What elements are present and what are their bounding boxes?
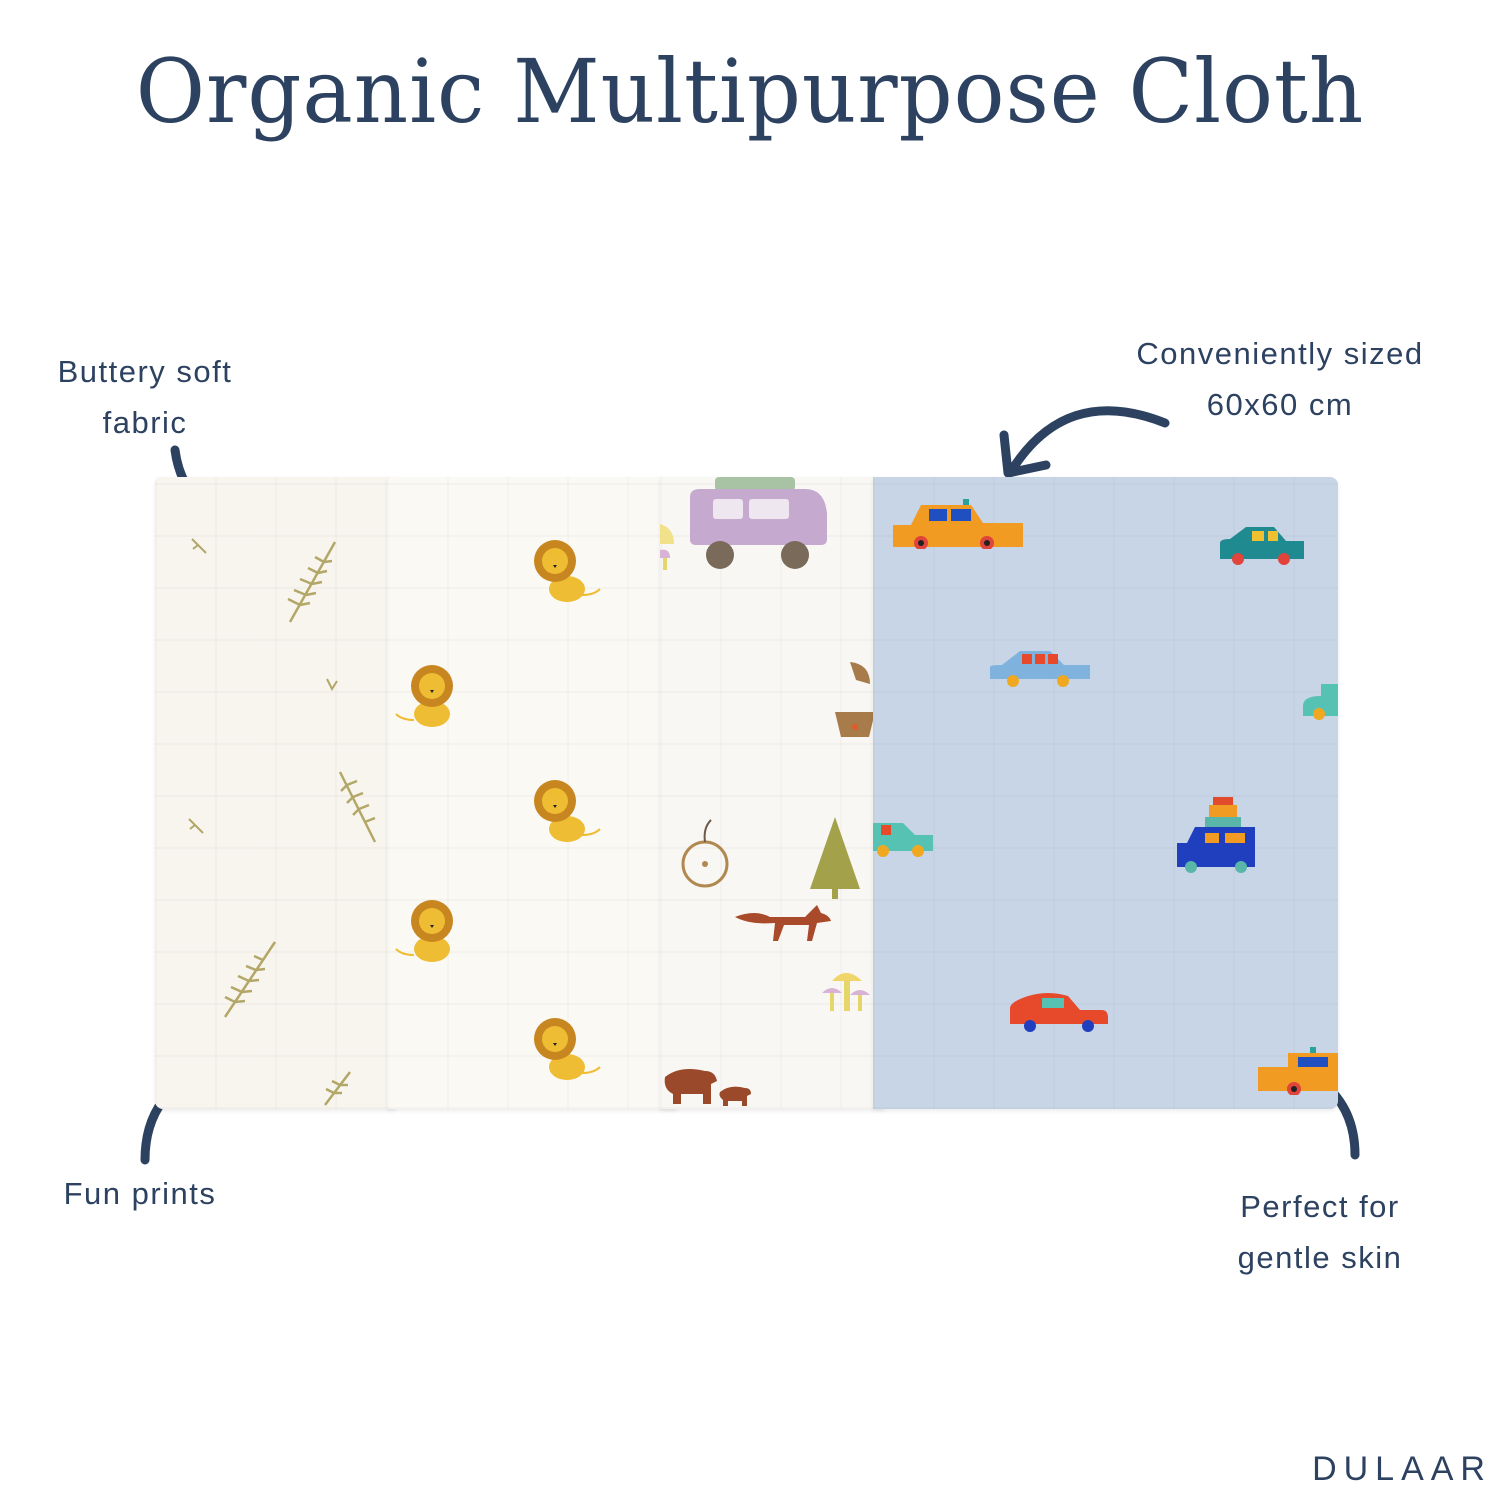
fern-leaf-icon xyxy=(324,1071,351,1106)
fox-icon xyxy=(735,905,831,941)
callout-fun-prints: Fun prints xyxy=(40,1168,240,1219)
taxi-car-icon xyxy=(1258,1047,1338,1095)
mint-car-icon xyxy=(873,823,933,857)
lion-icon xyxy=(534,540,601,602)
fern-leaf-icon xyxy=(287,541,337,623)
page-title: Organic Multipurpose Cloth xyxy=(135,40,1365,143)
bear-icon xyxy=(664,1069,751,1106)
sprig-icon xyxy=(191,538,207,554)
fern-leaf-icon xyxy=(338,771,377,843)
cloth-fern-print xyxy=(155,477,395,1109)
taxi-car-icon xyxy=(893,499,1023,549)
callout-buttery-soft: Buttery soft fabric xyxy=(40,346,250,448)
bicycle-wheel-icon xyxy=(681,819,729,888)
cloth-woodland-print xyxy=(660,477,885,1109)
callout-size: Conveniently sized 60x60 cm xyxy=(1110,328,1450,430)
callout-line: fabric xyxy=(102,405,188,440)
lion-icon xyxy=(395,665,453,727)
callout-gentle-skin: Perfect for gentle skin xyxy=(1215,1181,1425,1283)
lion-icon xyxy=(395,900,453,962)
sprig-icon xyxy=(188,818,204,834)
teal-car-icon xyxy=(1220,527,1304,565)
callout-line: Fun prints xyxy=(63,1176,217,1211)
red-car-icon xyxy=(1010,993,1108,1032)
cloth-lion-print xyxy=(387,477,677,1109)
lion-icon xyxy=(534,1018,601,1080)
arrow-to-cloth-top-icon xyxy=(999,406,1170,478)
suv-luggage-icon xyxy=(1177,797,1255,873)
pine-tree-icon xyxy=(810,817,860,899)
callout-line: 60x60 cm xyxy=(1206,387,1354,422)
cloth-car-print xyxy=(873,477,1338,1109)
brand-logo: DULAAR xyxy=(1312,1450,1492,1488)
camper-van-icon xyxy=(690,477,827,569)
callout-line: Buttery soft xyxy=(57,354,233,389)
fern-leaf-icon xyxy=(223,941,277,1018)
mint-car-icon xyxy=(1303,684,1338,720)
hat-icon xyxy=(835,662,875,737)
lion-icon xyxy=(534,780,601,842)
callout-line: gentle skin xyxy=(1237,1240,1403,1275)
callout-line: Conveniently sized xyxy=(1136,336,1424,371)
light-blue-car-icon xyxy=(990,651,1090,687)
callout-line: Perfect for xyxy=(1240,1189,1400,1224)
mushroom-icon xyxy=(822,973,870,1011)
mushroom-icon xyxy=(660,524,674,570)
cloth-stack xyxy=(155,477,1340,1109)
sprig-icon xyxy=(326,678,338,691)
